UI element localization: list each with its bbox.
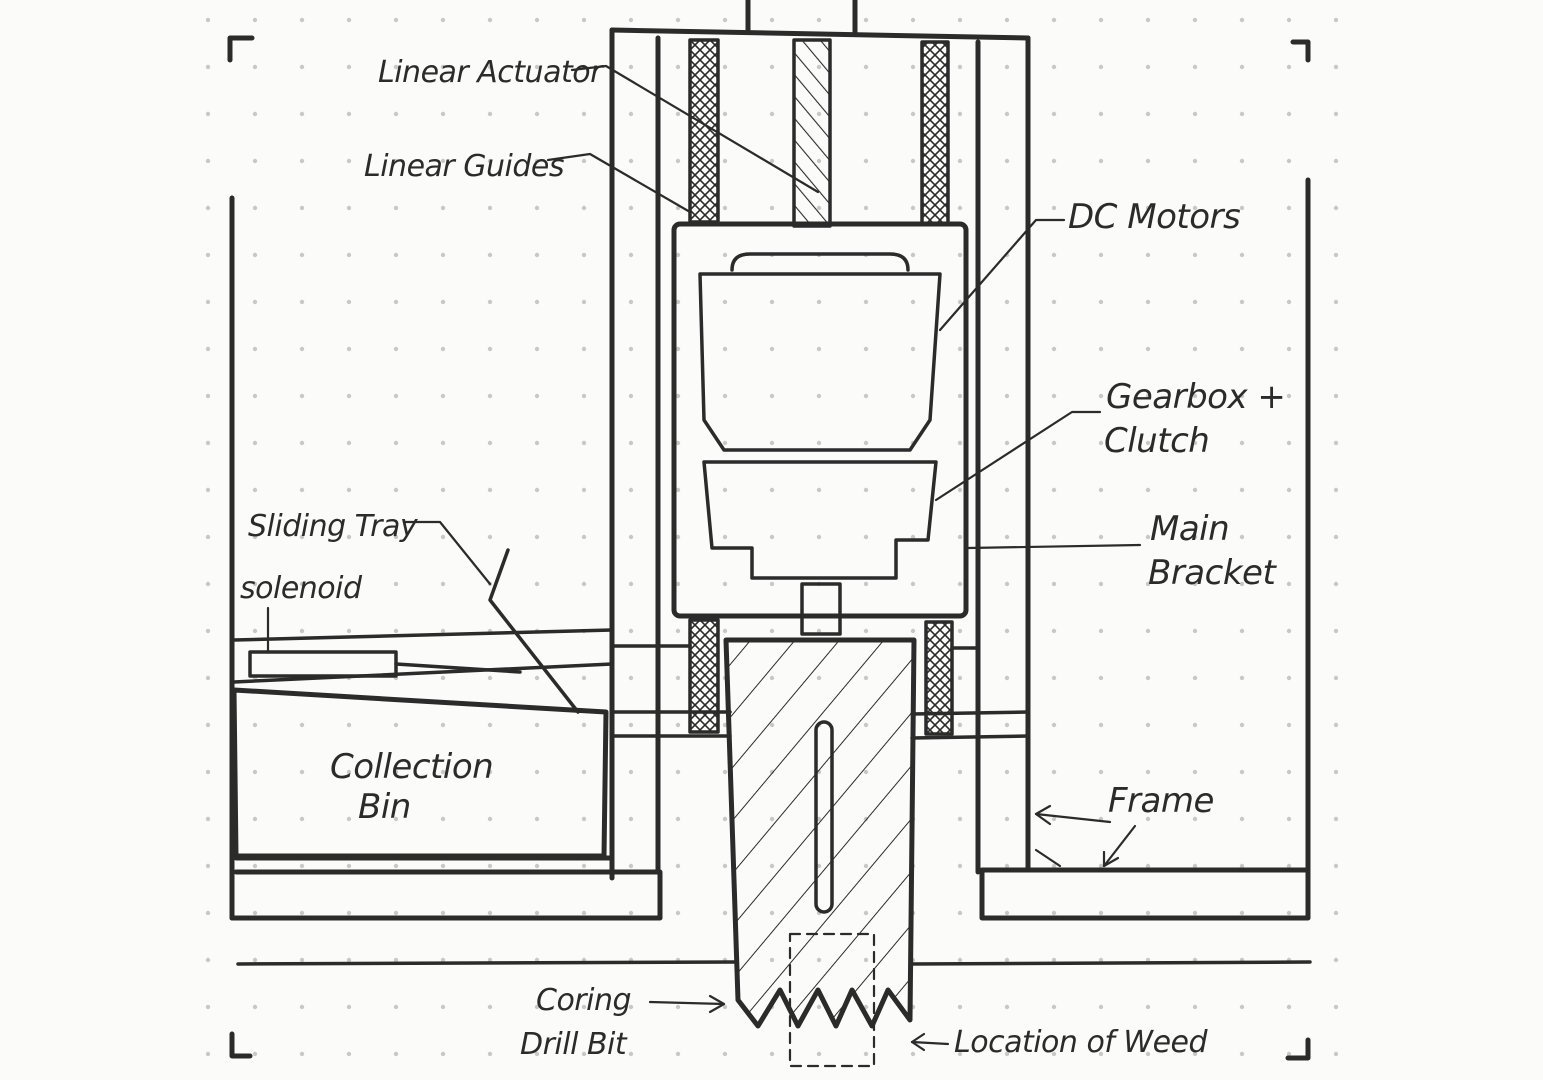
label-frame: Frame [1108,781,1214,821]
corner-marks [227,35,1311,1061]
label-collection-bin-line1: Collection [330,747,493,787]
drive-shaft [800,582,842,636]
main-bracket [671,221,969,619]
gearbox-clutch [702,460,938,580]
label-gearbox-line1: Gearbox + [1106,377,1285,417]
label-linear-actuator: Linear Actuator [378,55,604,90]
collection-bin [231,687,609,859]
label-main-bracket-line1: Main [1150,509,1229,549]
label-collection-bin-line2: Bin [358,787,411,827]
tower-frame [609,0,1031,881]
leader-lines [266,64,1142,1052]
label-coring-line1: Coring [536,983,631,1018]
weed-location-marker [788,932,876,1068]
label-location-of-weed: Location of Weed [954,1025,1208,1060]
dc-motor [698,252,942,452]
linear-guides [688,38,954,736]
label-linear-guides: Linear Guides [364,149,564,184]
lower-rails [610,644,1030,740]
ground-line [236,960,1312,966]
sliding-tray [232,548,614,714]
label-solenoid: solenoid [240,571,363,606]
label-coring-line2: Drill Bit [520,1027,628,1062]
label-dc-motors: DC Motors [1068,197,1240,237]
solenoid-body [248,650,398,678]
label-sliding-tray: Sliding Tray [248,509,419,544]
label-main-bracket-line2: Bracket [1148,553,1277,593]
outer-frame [229,177,1311,921]
label-gearbox-line2: Clutch [1104,421,1209,461]
linear-actuator-rod [792,38,832,228]
coring-drill-bit [723,637,917,1029]
